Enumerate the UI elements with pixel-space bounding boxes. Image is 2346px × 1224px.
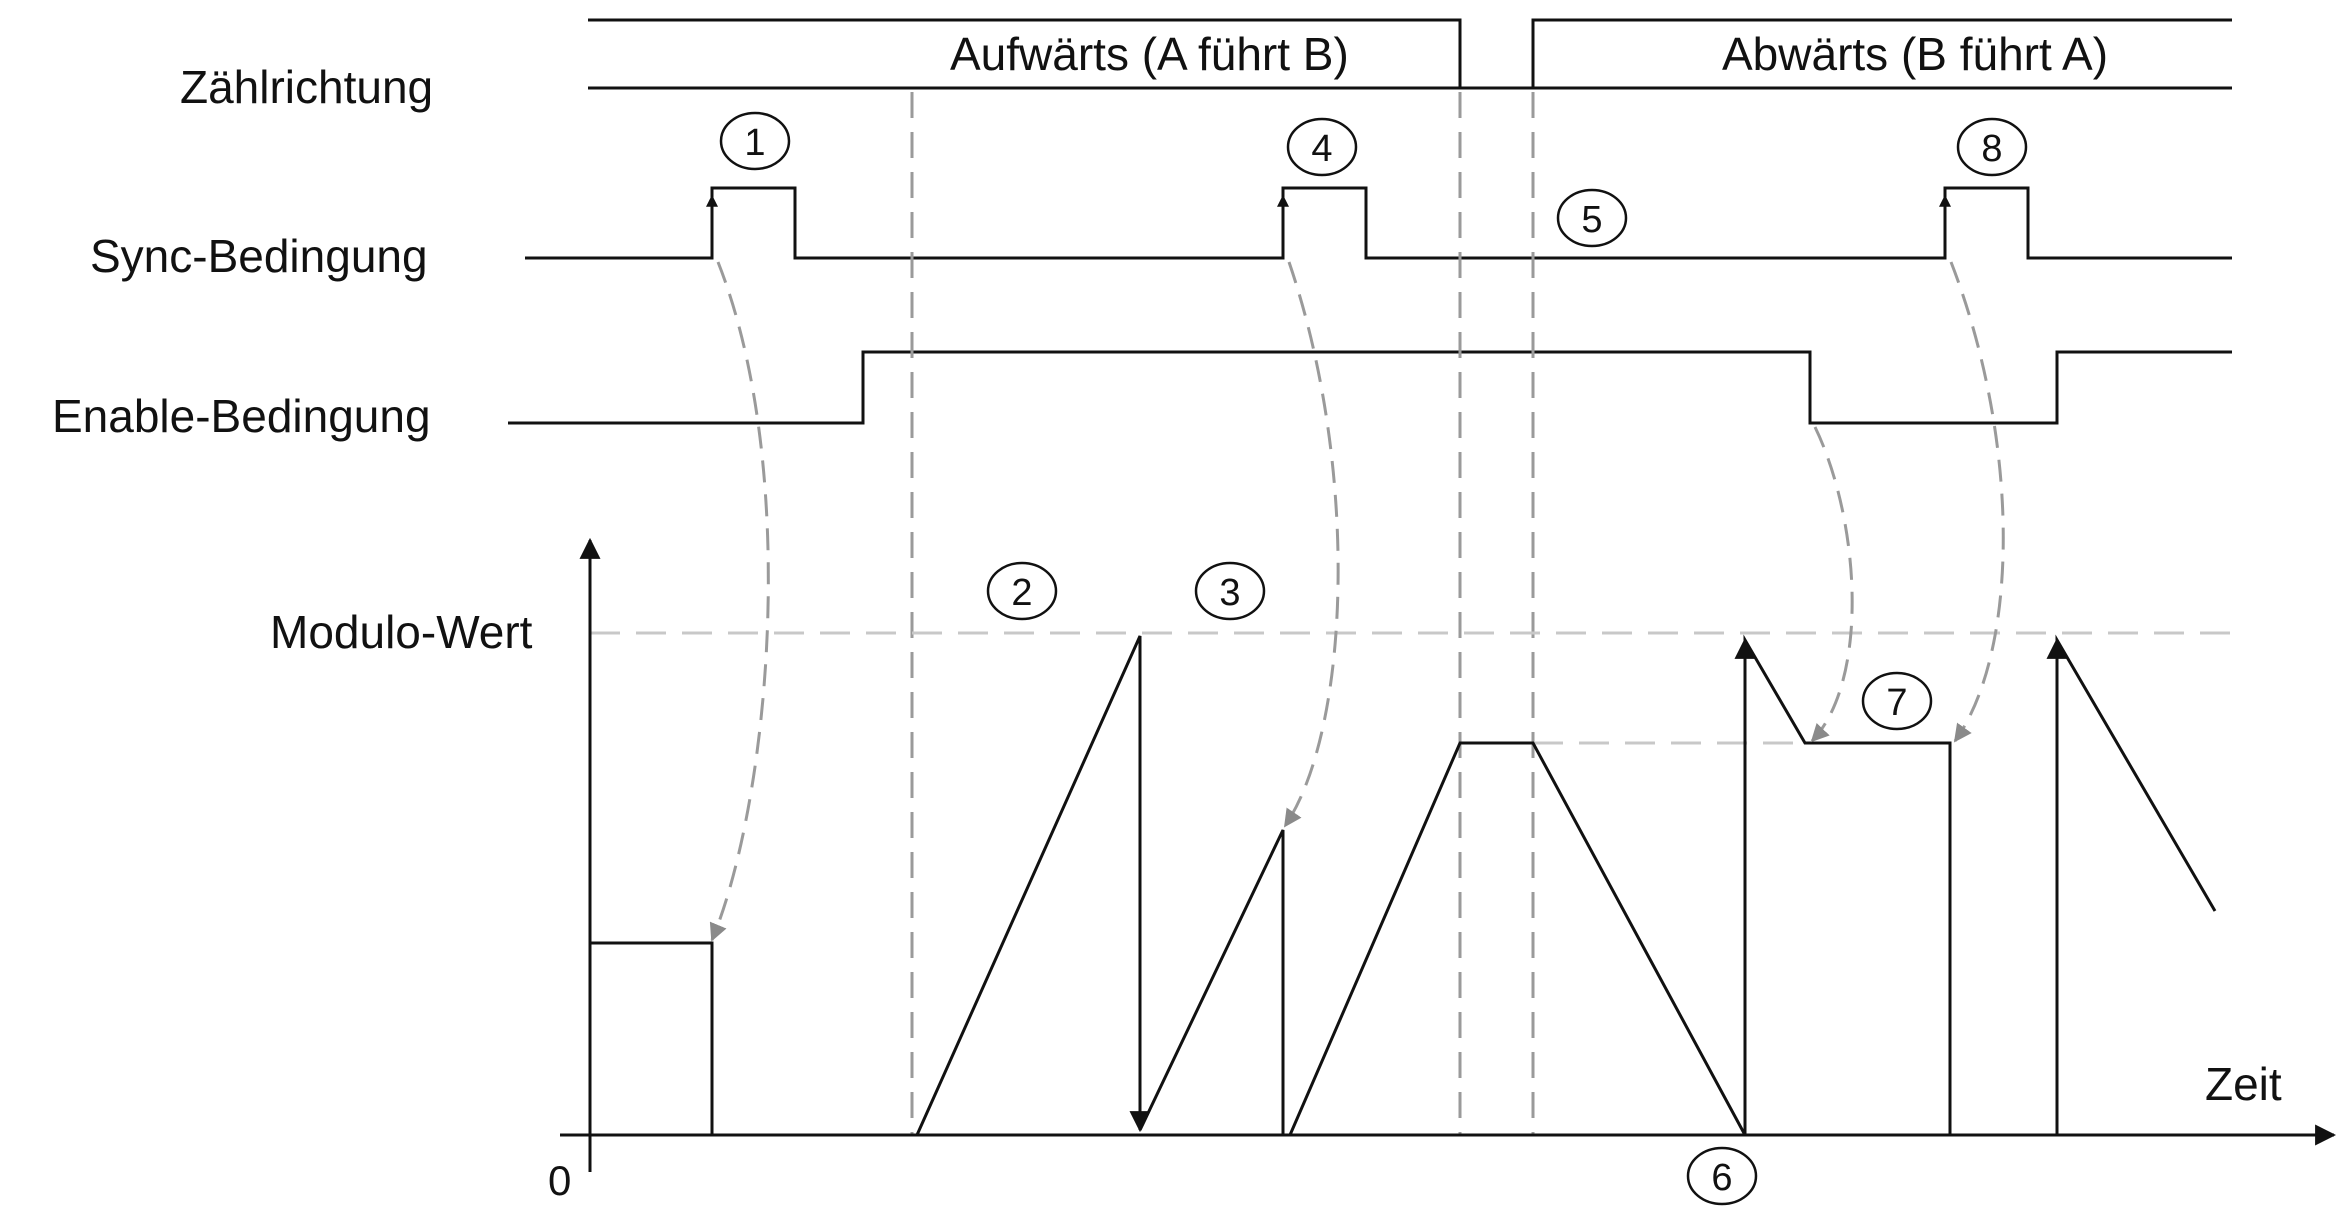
origin-label: 0 [548,1157,571,1204]
sync-row-label: Sync-Bedingung [90,230,428,282]
marker-7: 7 [1861,671,1933,731]
direction-up-segment [588,18,1462,90]
svg-text:7: 7 [1886,682,1907,724]
svg-text:5: 5 [1581,199,1602,241]
svg-text:8: 8 [1981,128,2002,170]
marker-5: 5 [1556,188,1628,248]
x-axis-label: Zeit [2205,1058,2282,1110]
svg-text:3: 3 [1219,572,1240,614]
direction-down-text: Abwärts (B führt A) [1722,28,2108,80]
marker-6: 6 [1686,1146,1758,1206]
direction-down-segment [1531,18,2232,90]
direction-row-label: Zählrichtung [180,61,433,113]
direction-up-text: Aufwärts (A führt B) [950,28,1349,80]
curve-arrow-sync4-to-capture [1283,261,1340,828]
enable-signal-line [508,350,2232,425]
sync-signal-line [525,186,2232,260]
marker-2: 2 [986,561,1058,621]
curve-arrow-sync1-to-load [709,261,770,942]
marker-1: 1 [719,111,791,171]
svg-text:1: 1 [744,122,765,164]
svg-text:6: 6 [1711,1157,1732,1199]
marker-3: 3 [1194,561,1266,621]
curve-arrow-sync8-to-load [1949,261,2005,743]
enable-row-label: Enable-Bedingung [52,390,431,442]
direction-bus [588,18,2232,90]
marker-8: 8 [1956,117,2028,177]
svg-text:2: 2 [1011,572,1032,614]
curve-arrow-enable-to-hold [1810,426,1854,743]
modulo-value-label: Modulo-Wert [270,606,533,658]
svg-text:4: 4 [1311,128,1332,170]
marker-4: 4 [1286,117,1358,177]
